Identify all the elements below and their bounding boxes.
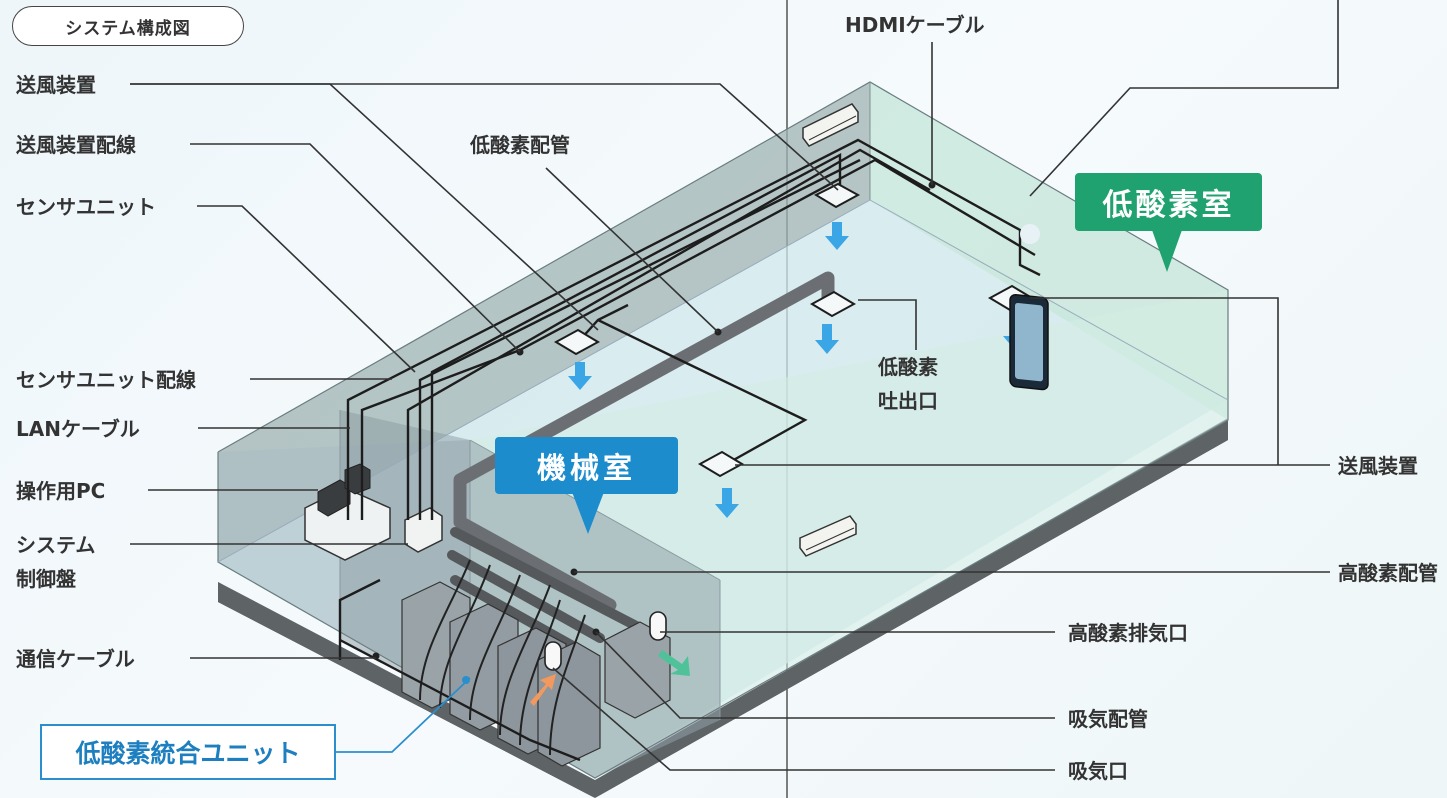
label-outlet-2: 吐出口 bbox=[878, 389, 938, 413]
label-system-control-2: 制御盤 bbox=[16, 567, 77, 591]
intake-arrow bbox=[530, 674, 556, 706]
vent-1 bbox=[813, 182, 861, 209]
high-oxygen-exhaust-port bbox=[649, 611, 667, 641]
low-oxygen-units bbox=[401, 559, 671, 767]
integrated-unit-box: 低酸素統合ユニット bbox=[40, 724, 336, 780]
intake-port bbox=[544, 641, 562, 671]
low-oxygen-pipe bbox=[453, 271, 835, 612]
integrated-unit-text: 低酸素統合ユニット bbox=[75, 739, 301, 768]
label-high-oxygen-exhaust: 高酸素排気口 bbox=[1068, 621, 1188, 645]
title-badge-text: システム構成図 bbox=[65, 18, 191, 39]
label-intake-pipe: 吸気配管 bbox=[1068, 707, 1148, 731]
label-low-oxygen-pipe: 低酸素配管 bbox=[469, 133, 570, 157]
label-comm-cable: 通信ケーブル bbox=[16, 647, 135, 671]
high-oxygen-pipe-b bbox=[447, 550, 605, 643]
label-lan-cable: LANケーブル bbox=[16, 417, 140, 441]
operation-pc bbox=[304, 463, 391, 561]
label-blower-left: 送風装置 bbox=[16, 73, 96, 97]
label-outlet-1: 低酸素 bbox=[877, 355, 938, 379]
label-sensor-unit-wiring: センサユニット配線 bbox=[16, 368, 196, 392]
title-badge: システム構成図 bbox=[12, 6, 244, 46]
intake-pipe bbox=[450, 575, 585, 655]
low-oxygen-room-badge: 低酸素室 bbox=[1075, 173, 1262, 231]
label-intake-port: 吸気口 bbox=[1068, 759, 1128, 783]
machine-room-text: 機械室 bbox=[536, 450, 636, 485]
display-device bbox=[1009, 224, 1049, 391]
vent-5 bbox=[697, 450, 745, 478]
high-oxygen-pipe-a bbox=[450, 527, 645, 633]
label-sensor-unit: センサユニット bbox=[16, 195, 156, 219]
low-oxygen-room-text: 低酸素室 bbox=[1102, 188, 1235, 223]
label-blower-right: 送風装置 bbox=[1338, 454, 1418, 478]
wall-ac-unit-top bbox=[802, 103, 859, 147]
exhaust-arrow bbox=[658, 650, 690, 676]
leader-lines bbox=[130, 0, 1339, 771]
machine-room-badge: 機械室 bbox=[495, 437, 678, 494]
wires bbox=[338, 138, 1041, 762]
label-operation-pc: 操作用PC bbox=[16, 479, 105, 503]
vent-2 bbox=[553, 328, 601, 356]
label-hdmi-cable: HDMIケーブル bbox=[845, 13, 984, 37]
label-system-control-1: システム bbox=[16, 533, 95, 557]
wall-ac-unit-bottom bbox=[799, 515, 857, 557]
vent-3 bbox=[809, 290, 857, 318]
label-blower-wiring: 送風装置配線 bbox=[16, 133, 136, 157]
label-high-oxygen-pipe: 高酸素配管 bbox=[1338, 561, 1438, 585]
machine-badge-pointer bbox=[572, 492, 604, 534]
low-oxygen-badge-pointer bbox=[1152, 230, 1182, 272]
